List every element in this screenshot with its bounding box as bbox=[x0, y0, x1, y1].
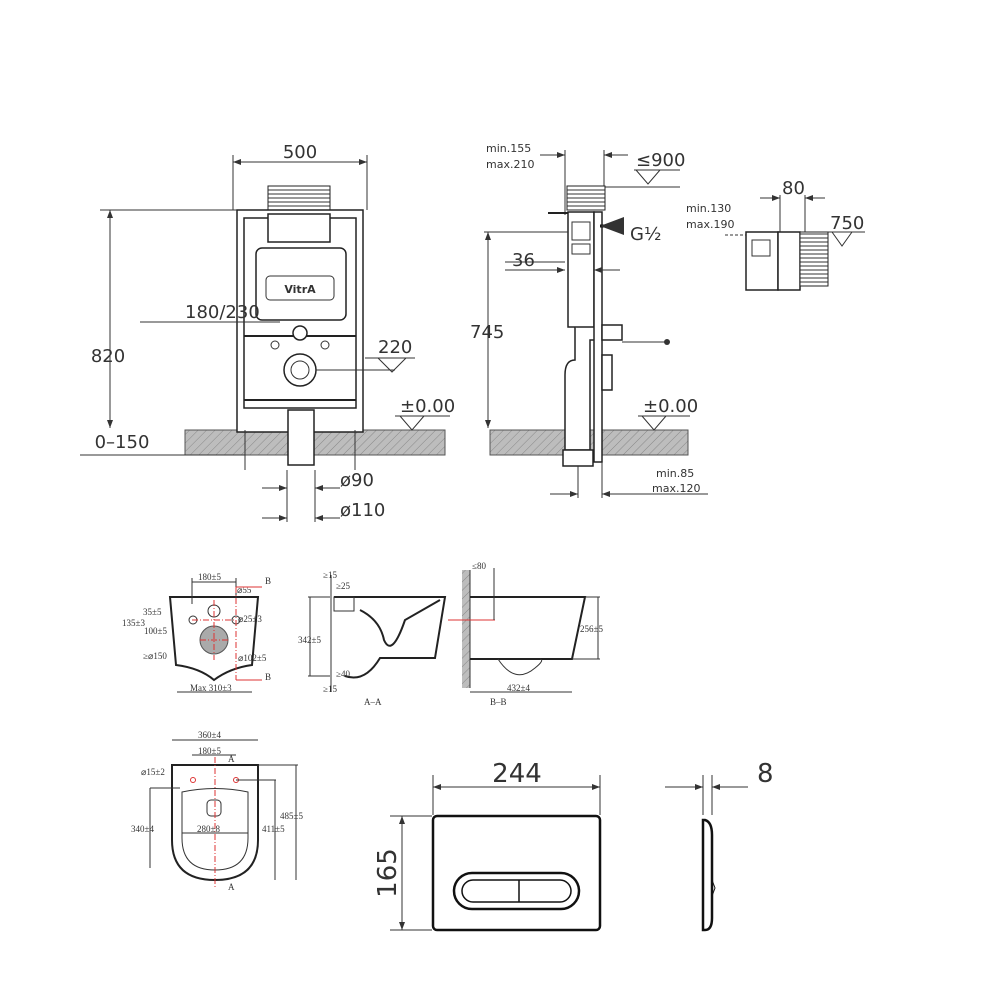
dim-outlet-dia: ⌀102±5 bbox=[238, 653, 267, 663]
dim-width: 80 bbox=[782, 178, 805, 199]
floor-hatch bbox=[184, 429, 446, 456]
dim-width: 360±4 bbox=[198, 730, 221, 740]
dim-bolt-dia: ⌀15±2 bbox=[141, 767, 165, 777]
section-title: B–B bbox=[490, 697, 507, 707]
flush-plate-front: 244 165 bbox=[373, 759, 602, 932]
dim-bolt-front: 411±5 bbox=[262, 824, 285, 834]
zero-level: ±0.00 bbox=[400, 396, 455, 417]
dim-outlet-min: ≥⌀150 bbox=[143, 651, 167, 661]
dim-plate-width: 244 bbox=[492, 759, 542, 789]
outlet bbox=[283, 353, 317, 387]
dim-seat-length: 340±4 bbox=[131, 824, 154, 834]
dim-length: 432±4 bbox=[507, 683, 530, 693]
dim-outlet-spacing: 180/230 bbox=[185, 302, 260, 323]
cistern-detail: 80 min.130 max.190 750 bbox=[686, 178, 865, 291]
section-marker: B bbox=[265, 576, 271, 586]
bowl-rear-view: 180±5 B ⌀55 35±5 ⌀25±3 135±3 100±5 ≥⌀150… bbox=[122, 572, 271, 693]
dim-height: 256±5 bbox=[580, 624, 603, 634]
dim-100: 100±5 bbox=[144, 626, 167, 636]
section-title: A–A bbox=[364, 697, 382, 707]
dim-max-width: Max 310±3 bbox=[190, 683, 232, 693]
dim-depth-max: max.210 bbox=[486, 158, 534, 171]
dim-35: 35±5 bbox=[143, 607, 162, 617]
dim-bottom-gap: ≥15 bbox=[323, 684, 337, 694]
dim-width: 500 bbox=[283, 142, 317, 163]
zero-level: ±0.00 bbox=[643, 396, 698, 417]
dim-pipe-inner: ø90 bbox=[340, 470, 374, 491]
section-bb: ≤80 256±5 432±4 B–B bbox=[448, 561, 603, 707]
bowl-top-view: 360±4 180±5 ⌀15±2 A 485±5 340±4 280±8 41… bbox=[131, 730, 303, 892]
dim-depth-min: min.130 bbox=[686, 202, 731, 215]
dim-bolt-dia: ⌀25±3 bbox=[238, 614, 262, 624]
dim-inlet-gap: ≥25 bbox=[336, 581, 350, 591]
side-frame bbox=[593, 211, 603, 463]
dim-depth-min: min.155 bbox=[486, 142, 531, 155]
flush-plate bbox=[267, 185, 331, 213]
dim-outlet-height: 220 bbox=[378, 337, 412, 358]
flush-buttons bbox=[452, 871, 581, 911]
cistern bbox=[255, 247, 347, 321]
section-marker: A bbox=[228, 754, 235, 764]
dim-pipe-outer: ø110 bbox=[340, 500, 385, 521]
section-aa: ≥15 ≥25 342±5 ≥40 ≥15 A–A bbox=[298, 570, 447, 707]
dim-bolt-spacing: 180±5 bbox=[198, 746, 221, 756]
dim-plate-thickness: 8 bbox=[757, 759, 774, 789]
dim-height: 745 bbox=[470, 322, 504, 343]
dim-height: 342±5 bbox=[298, 635, 321, 645]
logo: VitrA bbox=[284, 283, 316, 296]
water-inlet: G½ bbox=[630, 224, 661, 245]
dim-length: 485±5 bbox=[280, 811, 303, 821]
dim-depth-max: max.190 bbox=[686, 218, 734, 231]
dim-outlet-gap: ≥40 bbox=[336, 669, 350, 679]
dim-wall-max: max.120 bbox=[652, 482, 700, 495]
section-marker: A bbox=[228, 882, 235, 892]
dim-top-gap: ≥15 bbox=[323, 570, 337, 580]
dim-seat-width: 280±8 bbox=[197, 824, 220, 834]
dim-135: 135±3 bbox=[122, 618, 145, 628]
dim-plate-height: 165 bbox=[373, 848, 403, 898]
dim-wall-min: min.85 bbox=[656, 467, 694, 480]
side-view: min.155 max.210 ≤900 G½ 36 745 ±0.00 min… bbox=[470, 142, 708, 498]
dim-inlet: ⌀55 bbox=[237, 585, 252, 595]
front-view: 500 VitrA 820 0–150 180/230 220 ±0.00 ø9… bbox=[80, 142, 455, 522]
dim-offset: 36 bbox=[512, 250, 535, 271]
flush-plate-side: 8 bbox=[665, 759, 774, 932]
dim-bolt-spacing: 180±5 bbox=[198, 572, 221, 582]
dim-floor-range: 0–150 bbox=[95, 432, 150, 453]
dim-plate-height: ≤900 bbox=[636, 150, 685, 171]
drain-pipe bbox=[287, 409, 315, 466]
level: 750 bbox=[830, 213, 864, 234]
dim-wall-gap: ≤80 bbox=[472, 561, 486, 571]
dim-height: 820 bbox=[91, 346, 125, 367]
section-marker: B bbox=[265, 672, 271, 682]
